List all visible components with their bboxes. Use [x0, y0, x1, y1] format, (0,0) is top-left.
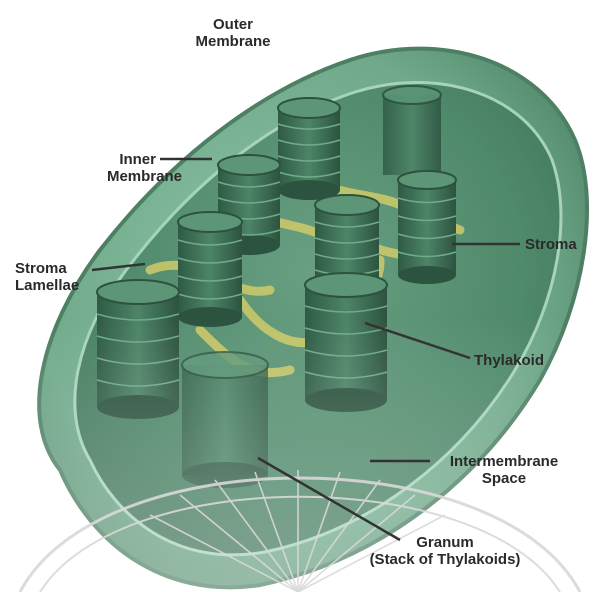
- outer-membrane-label-line1: Outer: [183, 16, 283, 33]
- outer-membrane-label-line2: Membrane: [183, 33, 283, 50]
- granum-stack: [278, 98, 340, 200]
- stroma-lamellae-label-line1: Stroma: [15, 260, 110, 277]
- outer-membrane-label: Outer Membrane: [183, 16, 283, 50]
- thylakoid-label: Thylakoid: [474, 352, 574, 369]
- inner-membrane-label-line2: Membrane: [70, 168, 182, 185]
- granum-label-line1: Granum: [340, 534, 550, 551]
- intermembrane-space-label-line1: Intermembrane: [430, 453, 578, 470]
- inner-membrane-label-line1: Inner: [70, 151, 182, 168]
- stroma-label-line1: Stroma: [525, 236, 595, 253]
- granum-label: Granum (Stack of Thylakoids): [340, 534, 550, 568]
- thylakoid-label-line1: Thylakoid: [474, 352, 574, 369]
- granum-stack: [383, 86, 441, 175]
- granum-stack: [398, 171, 456, 284]
- stroma-lamellae-label-line2: Lamellae: [15, 277, 110, 294]
- intermembrane-space-label: Intermembrane Space: [430, 453, 578, 487]
- stroma-lamellae-label: Stroma Lamellae: [15, 260, 110, 294]
- intermembrane-space-label-line2: Space: [430, 470, 578, 487]
- granum-label-line2: (Stack of Thylakoids): [340, 551, 550, 568]
- inner-membrane-label: Inner Membrane: [70, 151, 182, 185]
- granum-stack: [178, 212, 242, 327]
- stroma-label: Stroma: [525, 236, 595, 253]
